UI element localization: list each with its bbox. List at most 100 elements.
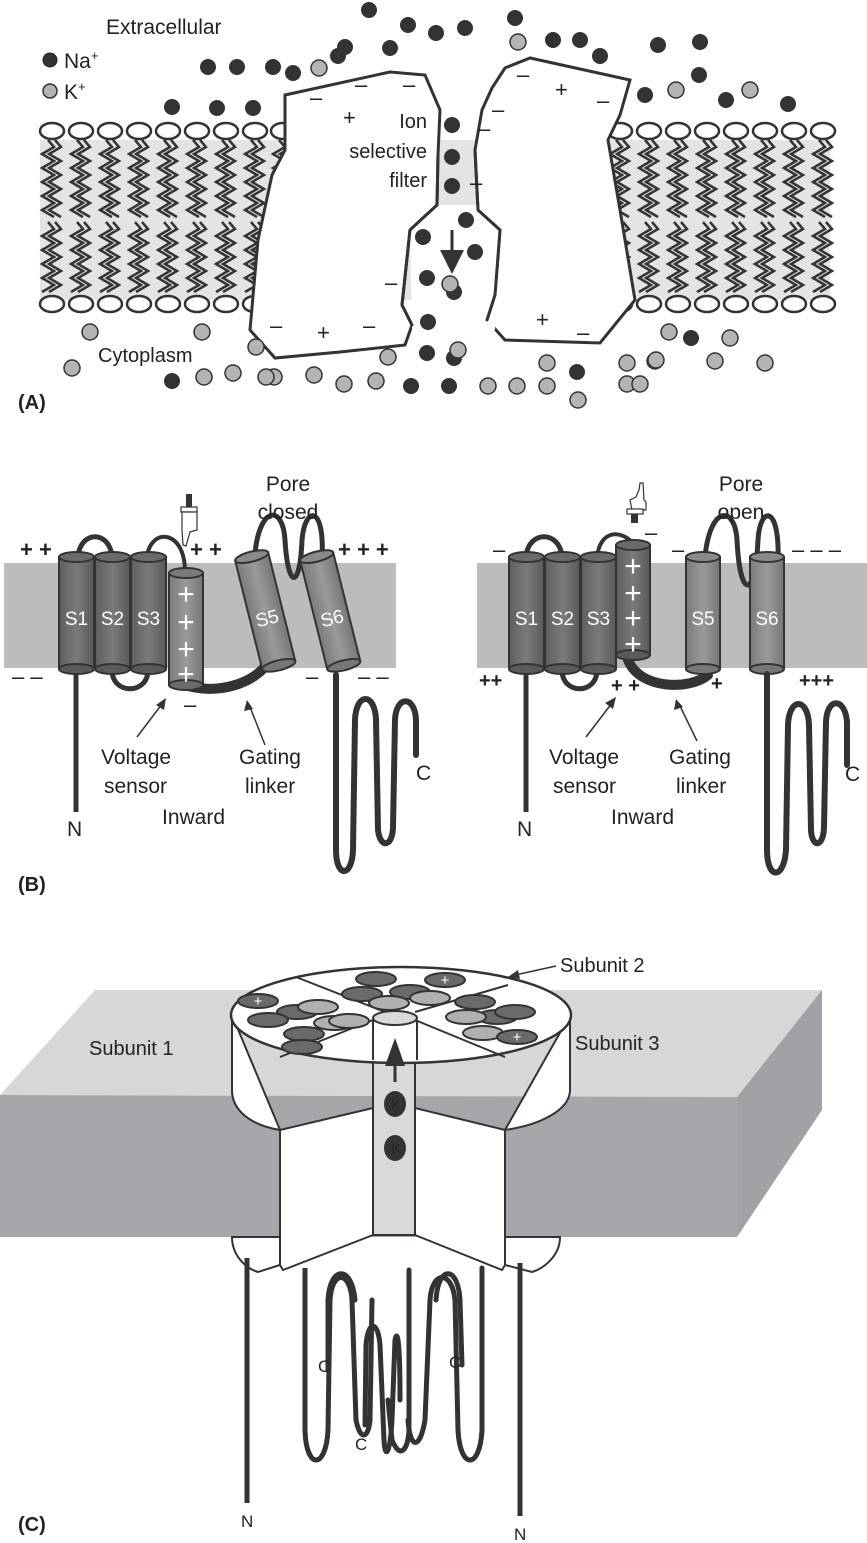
lipid-tail: [636, 221, 654, 294]
sodium-ion: [382, 40, 398, 56]
bottom-charges-left: ++: [479, 670, 502, 692]
lipid-head: [635, 121, 663, 141]
lipid-head: [693, 121, 721, 141]
lipid-tail: [133, 139, 151, 219]
lipid-head: [780, 121, 808, 141]
helix-section-light: [328, 1013, 370, 1029]
sodium-ion: [683, 330, 699, 346]
sodium-ion: [285, 65, 301, 81]
lipid-tail: [643, 139, 661, 219]
lipid-tail: [39, 221, 57, 294]
bottom-charges-right: +++: [799, 670, 834, 692]
top-charge-sensor: –: [645, 520, 658, 545]
sodium-ion: [420, 314, 436, 330]
sodium-ion: [164, 373, 180, 389]
lipid-head: [67, 294, 95, 314]
sodium-ion: [718, 92, 734, 108]
lipid-tail: [46, 139, 64, 219]
panel-b-label: (B): [18, 874, 46, 896]
c-terminus-label: C: [318, 1357, 330, 1376]
lipid-head: [780, 294, 808, 314]
membrane-slab-side: [737, 990, 822, 1237]
sodium-ion: [650, 37, 666, 53]
sodium-ion: [507, 10, 523, 26]
potassium-ion: [305, 366, 323, 384]
svg-text:+: +: [536, 307, 549, 332]
hand-pointing-down-icon: [180, 494, 198, 547]
gating-linker-label: Gating: [669, 746, 731, 769]
lipid-tail: [810, 139, 828, 219]
sensor-charge: +: [624, 550, 642, 583]
potassium-ion: [647, 351, 665, 369]
sodium-ion: [419, 270, 435, 286]
c-terminus-label: C: [355, 1435, 367, 1454]
potassium-ion: [538, 377, 556, 395]
pore-closed-label: closed: [258, 501, 319, 524]
lipid-head: [212, 294, 240, 314]
sodium-ion: [780, 96, 796, 112]
helix-s4-voltage-sensor: + + + +: [168, 567, 204, 691]
lipid-tail: [213, 221, 231, 294]
top-charges-mid: –: [672, 537, 685, 562]
sodium-ion: [592, 48, 608, 64]
lipid-tail: [694, 221, 712, 294]
sodium-ion: [569, 364, 585, 380]
lipid-tail: [817, 221, 835, 294]
sensor-charge: +: [624, 577, 642, 610]
lipid-tail: [75, 139, 93, 219]
lipid-tail: [701, 139, 719, 219]
lipid-tail: [752, 221, 770, 294]
lipid-tail: [817, 139, 835, 219]
c-terminus-chain: [764, 671, 850, 876]
sodium-ion: [467, 244, 483, 260]
potassium-ion: [63, 359, 81, 377]
lipid-tail: [184, 139, 202, 219]
svg-text:–: –: [363, 313, 376, 338]
bottom-charges-left: – –: [12, 664, 43, 689]
subunit-2-label: Subunit 2: [560, 955, 645, 977]
inward-label: Inward: [162, 806, 225, 829]
potassium-ion: [193, 323, 211, 341]
lipid-head: [183, 294, 211, 314]
helix-s1-label: S1: [515, 609, 538, 630]
helix-section-charged: [496, 1029, 538, 1045]
svg-text:–: –: [492, 97, 505, 122]
lipid-tail: [220, 221, 238, 294]
potassium-ion: [756, 354, 774, 372]
potassium-ion: [310, 59, 328, 77]
lipid-bilayer: [38, 121, 837, 314]
potassium-ion: [335, 375, 353, 393]
svg-text:–: –: [478, 116, 491, 141]
sodium-ion: [403, 378, 419, 394]
helix-s2-label: S2: [551, 609, 574, 630]
pore-open-label: open: [718, 501, 765, 524]
lipid-tail: [723, 221, 741, 294]
lipid-head: [67, 121, 95, 141]
lipid-head: [722, 121, 750, 141]
helix-section-dark: [281, 1039, 323, 1055]
sodium-ion: [400, 17, 416, 33]
helix-section-dark: [454, 994, 496, 1010]
lipid-tail: [723, 139, 741, 219]
filter-label-3: filter: [389, 170, 427, 192]
open-state: S1 S2 S3 + + +: [479, 473, 860, 876]
gating-linker-arrow: [244, 700, 266, 746]
lipid-tail: [220, 139, 238, 219]
lipid-tail: [730, 139, 748, 219]
sensor-charge: +: [624, 602, 642, 635]
svg-text:–: –: [470, 170, 483, 195]
lipid-head: [751, 121, 779, 141]
potassium-ion: [569, 391, 587, 409]
bottom-charge-sensor: –: [184, 692, 197, 717]
bottom-charges-sensor: + +: [611, 675, 640, 697]
gating-linker-label: linker: [245, 775, 295, 798]
lipid-head: [154, 294, 182, 314]
potassium-ion: [667, 81, 685, 99]
lipid-tail: [97, 221, 115, 294]
channel-charges: ––– + ––– –+– – –+– +–: [270, 62, 610, 345]
lipid-tail: [155, 139, 173, 219]
top-charges-right: – – –: [792, 537, 842, 562]
helix-s5-label: S5: [691, 609, 714, 630]
lipid-head: [809, 121, 837, 141]
potassium-ion: [538, 354, 556, 372]
